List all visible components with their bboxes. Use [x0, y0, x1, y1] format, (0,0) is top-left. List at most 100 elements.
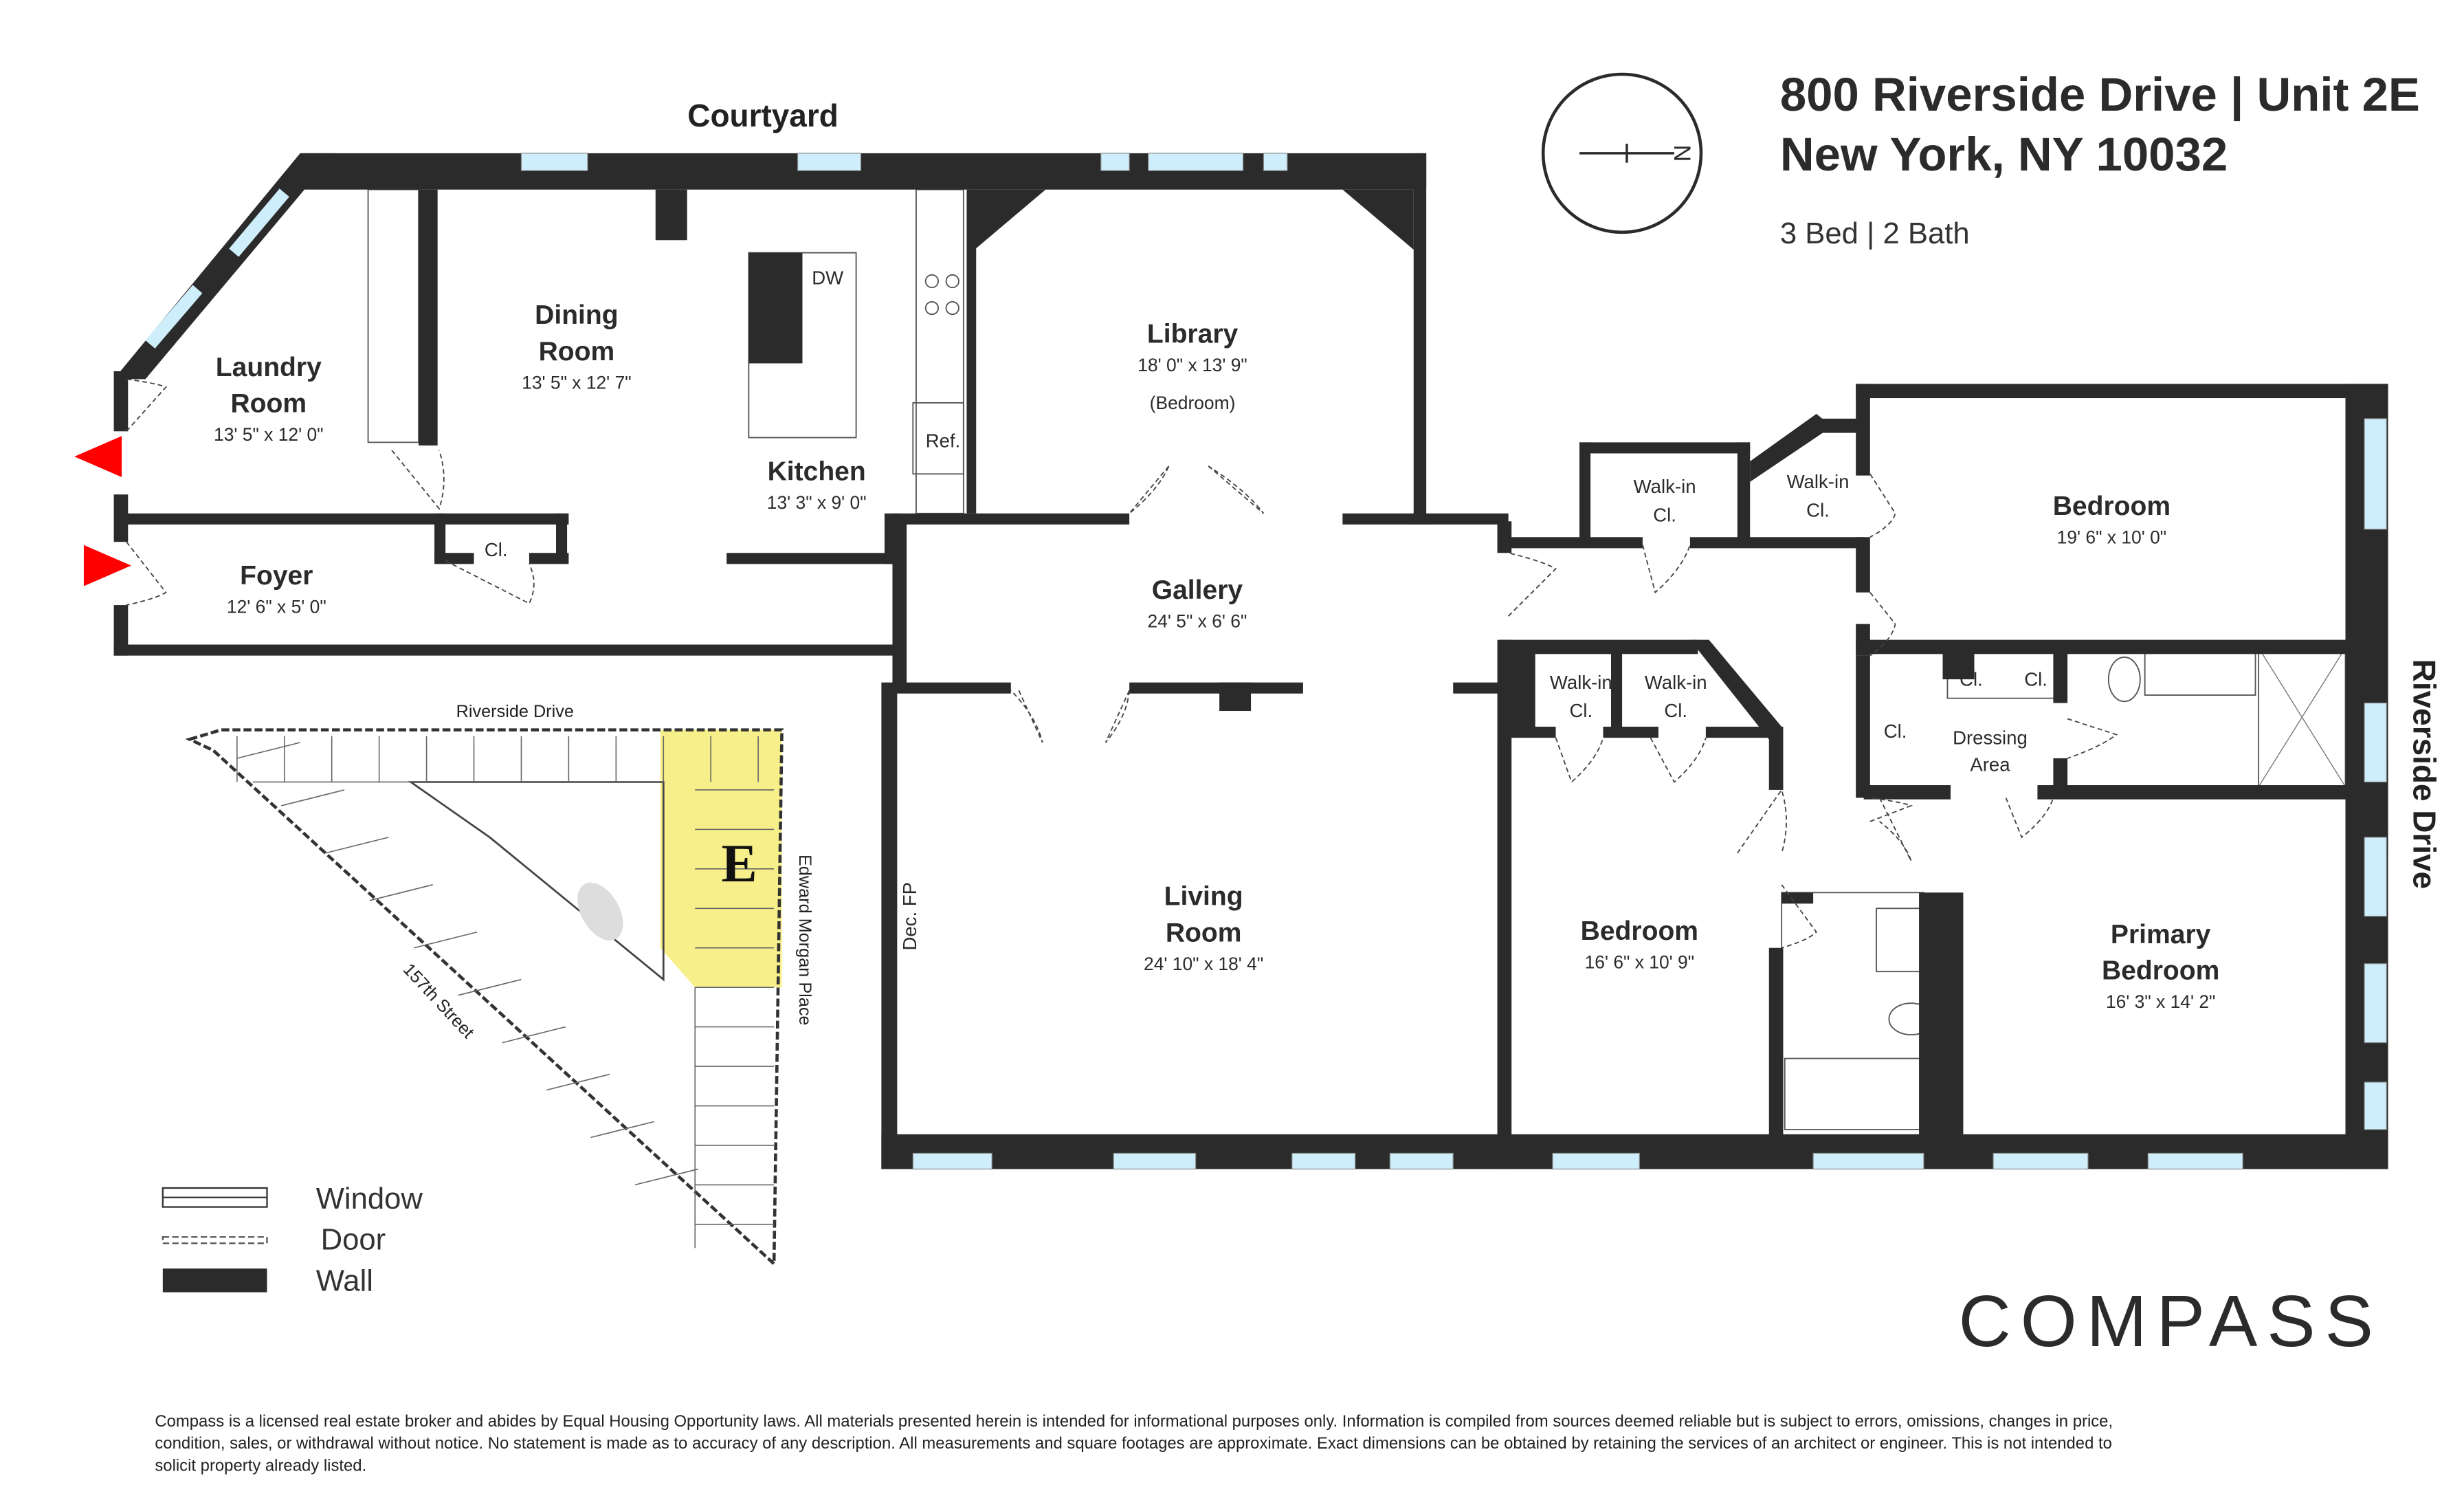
- closet-label: Walk-in: [1645, 672, 1707, 693]
- room-name: Library: [1147, 320, 1239, 349]
- door: [391, 450, 445, 510]
- room-dimensions: 24' 10" x 18' 4": [1144, 954, 1263, 974]
- room-name: Foyer: [240, 561, 313, 591]
- room-dimensions: 19' 6" x 10' 0": [2057, 527, 2167, 547]
- window: [2364, 702, 2387, 783]
- closet-label: Walk-in: [1634, 476, 1696, 497]
- window: [145, 285, 203, 349]
- walls: [113, 153, 2388, 1169]
- wall-segment: [1768, 947, 1784, 1138]
- room-name: Bedroom: [1581, 916, 1698, 946]
- wall-segment: [1603, 727, 1658, 738]
- wall-segment: [892, 682, 1011, 694]
- door: [126, 541, 167, 606]
- closet-label: Cl.: [485, 539, 508, 560]
- listing-city: New York, NY 10032: [1780, 128, 2228, 181]
- wall-segment: [748, 252, 803, 364]
- room-name: Kitchen: [768, 457, 866, 487]
- fixture: [912, 402, 964, 475]
- closet-label: Cl.: [1569, 700, 1592, 721]
- room-name: Gallery: [1152, 575, 1243, 605]
- riverside-drive-label: Riverside Drive: [2406, 659, 2442, 890]
- door: [1869, 473, 1896, 538]
- site-street-top: Riverside Drive: [456, 702, 574, 721]
- room-name: Bedroom: [2102, 956, 2219, 986]
- north-label: N: [1669, 144, 1695, 162]
- wall-segment: [556, 513, 568, 561]
- window: [1148, 153, 1244, 171]
- site-street-right: Edward Morgan Place: [795, 855, 814, 1026]
- wall-segment: [1689, 639, 1782, 740]
- door: [1737, 788, 1787, 854]
- doors: [126, 378, 2118, 949]
- closet-label: Cl.: [1960, 668, 1983, 690]
- wall-segment: [2053, 648, 2068, 703]
- wall-segment: [1579, 442, 1591, 545]
- room-name: Room: [230, 389, 307, 419]
- wall-segment: [1453, 682, 1501, 694]
- window: [1263, 153, 1288, 171]
- entry-arrow-icon: [83, 544, 131, 586]
- compass-logo: COMPASS: [1959, 1281, 2383, 1362]
- wall-segment: [113, 371, 129, 432]
- wall-segment: [1579, 442, 1751, 454]
- room-name: Laundry: [216, 353, 322, 382]
- room-name: Living: [1164, 882, 1243, 912]
- stove-burner-icon: [945, 274, 959, 289]
- area-label: Dressing: [1953, 727, 2028, 748]
- stove-burner-icon: [924, 274, 940, 289]
- wall-segment: [434, 553, 474, 564]
- wall-segment: [1863, 785, 1951, 800]
- door: [2005, 798, 2054, 839]
- wall-segment: [1750, 414, 1832, 482]
- door: [1650, 737, 1707, 783]
- window: [1100, 153, 1130, 171]
- legend-wall-label: Wall: [316, 1264, 373, 1297]
- wall-segment: [1856, 639, 2346, 654]
- wall-segment: [1768, 727, 1784, 790]
- room-name: Room: [1166, 918, 1242, 948]
- legend-window-icon: [162, 1187, 268, 1208]
- disclaimer-line: solicit property already listed.: [155, 1456, 366, 1475]
- legend-door-label: Door: [321, 1223, 386, 1257]
- room-dimensions: 16' 6" x 10' 9": [1585, 952, 1694, 973]
- room-name: Primary: [2111, 920, 2211, 949]
- window: [912, 1152, 992, 1169]
- wall-segment: [726, 553, 893, 564]
- entry-arrow-icon: [74, 436, 122, 477]
- legend-wall-icon: [162, 1268, 267, 1292]
- courtyard-label: Courtyard: [687, 98, 839, 133]
- wall-segment: [655, 189, 687, 241]
- wall-segment: [1856, 384, 1870, 476]
- wall-segment: [1497, 521, 1512, 553]
- window: [1552, 1152, 1640, 1169]
- wall-segment: [1856, 655, 1870, 798]
- wall-segment: [1129, 682, 1303, 694]
- wall-segment: [1500, 727, 1556, 738]
- window: [2364, 1081, 2387, 1130]
- wall-segment: [113, 605, 129, 656]
- bed-bath-summary: 3 Bed | 2 Bath: [1780, 217, 1970, 250]
- room-dimensions: 13' 5" x 12' 0": [214, 424, 324, 445]
- door: [1642, 544, 1691, 594]
- wall-segment: [892, 521, 907, 688]
- door: [2067, 718, 2118, 759]
- wall-segment: [1816, 418, 1864, 433]
- closet-label: Cl.: [1884, 720, 1907, 742]
- disclaimer-line: condition, sales, or withdrawal without …: [155, 1434, 2112, 1453]
- wall-segment: [1856, 384, 2388, 399]
- door: [126, 378, 168, 432]
- closet-label: Cl.: [1653, 504, 1676, 525]
- wall-segment: [419, 189, 438, 446]
- listing-address: 800 Riverside Drive | Unit 2E: [1780, 68, 2420, 122]
- window: [797, 153, 862, 171]
- unit-marker: E: [722, 833, 757, 893]
- closet-labels: Cl.Walk-inCl.Walk-inCl.Walk-inCl.Walk-in…: [485, 267, 2047, 776]
- wall-segment: [1919, 892, 1964, 1138]
- wall-segment: [892, 513, 1130, 525]
- window: [229, 188, 289, 257]
- room-dimensions: 13' 5" x 12' 7": [522, 372, 632, 393]
- room-dimensions: 13' 3" x 9' 0": [767, 492, 867, 513]
- window: [1993, 1152, 2089, 1169]
